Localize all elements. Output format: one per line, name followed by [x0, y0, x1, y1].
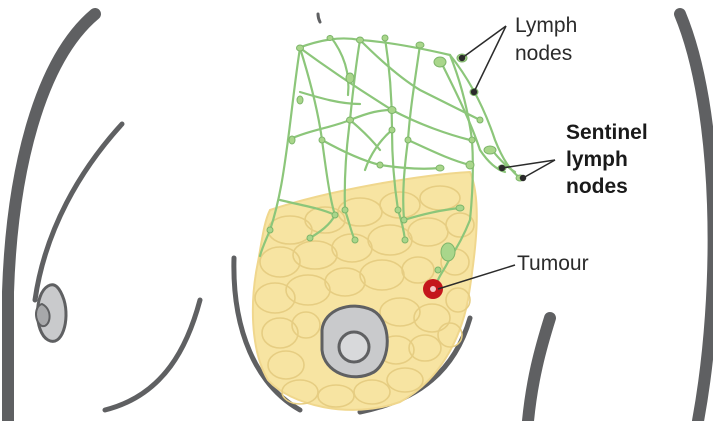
lymph-node-icon [332, 212, 338, 218]
sentinel-lymph-nodes-label: Sentinel lymph nodes [566, 121, 648, 199]
lymph-nodes-label-line: nodes [515, 42, 577, 66]
lymph-node-icon [435, 267, 441, 273]
sentinel-label-line: lymph [566, 148, 648, 172]
lymph-vessel [450, 55, 520, 178]
lymph-node-icon [377, 162, 383, 168]
lymph-node-icon [389, 127, 395, 133]
lymph-vessel [345, 40, 360, 210]
sentinel-label-line: nodes [566, 175, 648, 199]
lymph-node-icon [436, 165, 444, 171]
lymph-node-icon [289, 136, 295, 144]
lymph-node-icon [319, 137, 325, 143]
lymph-vessel [330, 36, 348, 95]
lymph-node-icon [405, 137, 411, 143]
lymph-node-icon [469, 137, 475, 143]
lymph-node-icon [297, 96, 303, 104]
side-nipple [36, 285, 66, 342]
lymph-nodes-label: Lymph nodes [515, 14, 577, 66]
lymph-node-icon [441, 243, 455, 261]
lymph-node-icon [401, 217, 407, 223]
lymph-node-icon [267, 227, 273, 233]
lymph-vessel [350, 120, 380, 150]
lymph-node-icon [416, 42, 424, 48]
lymph-vessel [408, 140, 470, 165]
lymph-node-icon [395, 207, 401, 213]
lymph-node-icon [466, 161, 474, 169]
lymph-node-icon [357, 37, 364, 43]
lymph-node-icon [434, 57, 446, 67]
lymph-node-icon [456, 205, 464, 211]
sentinel-label-line: Sentinel [566, 121, 648, 145]
lymph-node-icon [307, 235, 313, 241]
lymph-node-icon [327, 36, 333, 41]
lymph-node-icon [382, 35, 388, 41]
lymph-node-icon [402, 237, 408, 243]
lymph-node-icon [342, 207, 348, 213]
lymph-vessel [288, 110, 392, 140]
lymph-nodes-label-line: Lymph [515, 14, 577, 38]
tumour-label: Tumour [517, 252, 589, 276]
lymph-vessel [300, 48, 335, 215]
lymph-node-icon [352, 237, 358, 243]
lymph-node-icon [297, 45, 304, 51]
lymph-node-icon [388, 107, 396, 114]
lymph-node-icon [347, 117, 354, 123]
nipple-areola [322, 306, 387, 377]
lymph-node-icon [477, 117, 483, 123]
lymph-node-icon [346, 73, 354, 83]
lymph-node-icon [484, 146, 496, 154]
